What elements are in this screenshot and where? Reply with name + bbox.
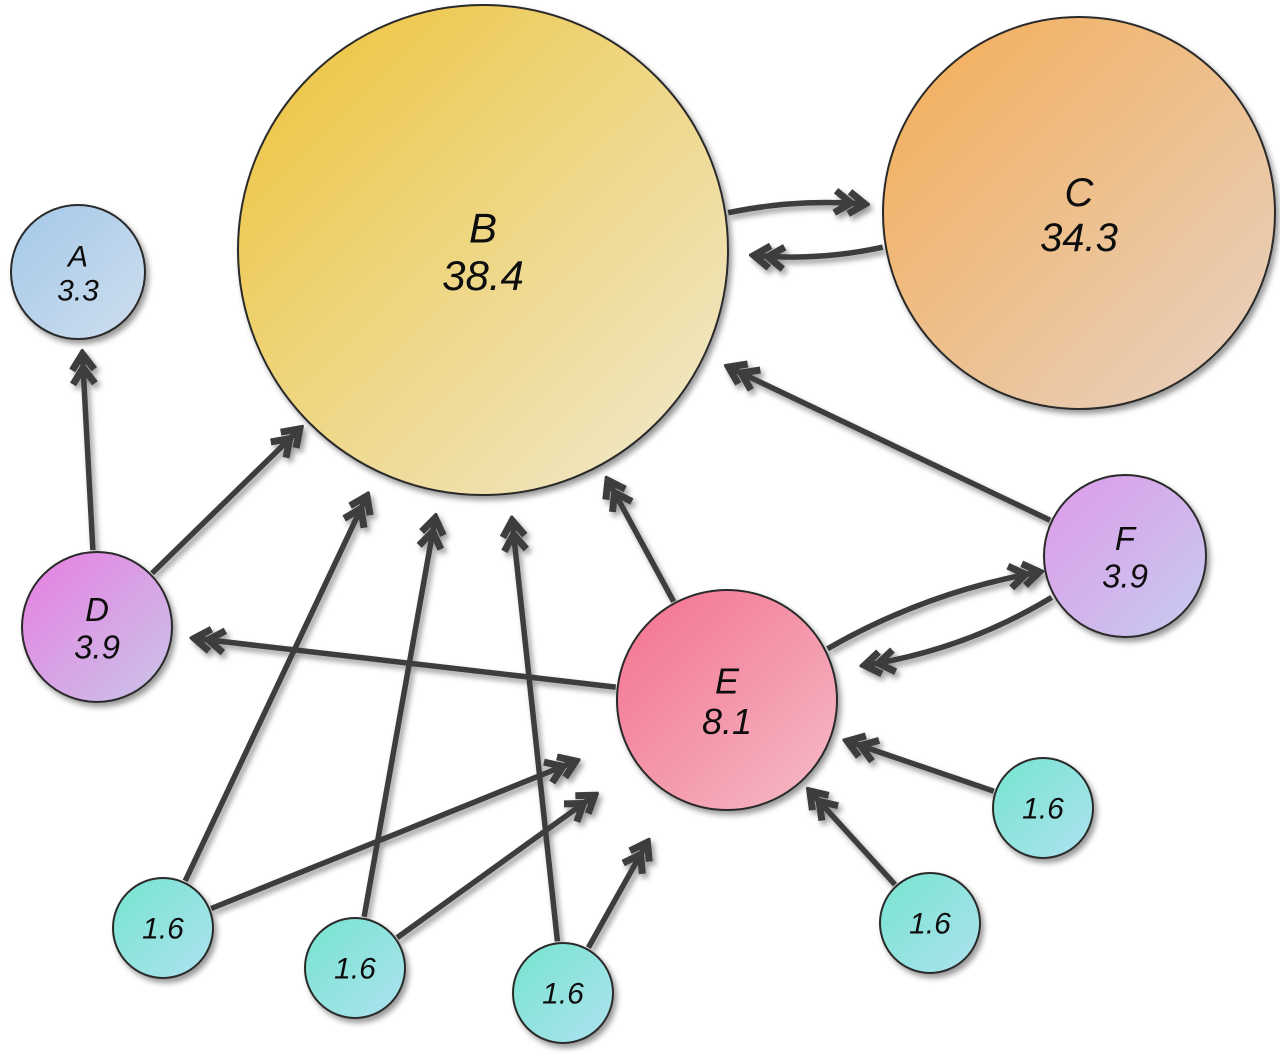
node-circle-D xyxy=(21,551,173,703)
edge-E-to-F xyxy=(826,572,1041,652)
edge-C-to-B xyxy=(753,247,884,257)
edge-E-to-D xyxy=(193,638,617,690)
node-circle-E xyxy=(616,589,838,811)
node-circle-G4 xyxy=(879,872,981,974)
edge-G4-to-E xyxy=(809,790,898,887)
edge-D-to-B xyxy=(150,428,300,576)
edge-G3-to-E xyxy=(585,841,647,949)
edge-G2-to-E xyxy=(395,795,595,940)
edge-G1-to-E xyxy=(210,761,577,912)
edge-D-to-A xyxy=(82,353,93,551)
node-circle-C xyxy=(882,16,1276,410)
edge-G1-to-B xyxy=(182,495,367,883)
node-G4: 1.6 xyxy=(879,872,981,974)
node-label-G3: 1.6 xyxy=(542,978,584,1011)
node-circle-G2 xyxy=(304,917,406,1019)
node-circle-A xyxy=(10,204,146,340)
node-G2: 1.6 xyxy=(304,917,406,1019)
edge-G5-to-E xyxy=(846,741,995,794)
node-circle-G5 xyxy=(992,757,1094,859)
node-label-G2: 1.6 xyxy=(334,953,376,986)
node-G5: 1.6 xyxy=(992,757,1094,859)
edge-F-to-E xyxy=(863,595,1054,665)
node-circle-G3 xyxy=(512,942,614,1044)
node-G3: 1.6 xyxy=(512,942,614,1044)
edge-G3-to-B xyxy=(512,519,561,942)
edges-layer xyxy=(82,203,1054,949)
edge-B-to-C xyxy=(727,203,866,213)
node-G1: 1.6 xyxy=(112,877,214,979)
node-label-G5: 1.6 xyxy=(1022,793,1064,826)
edge-F-to-B xyxy=(728,367,1052,523)
node-label-G4: 1.6 xyxy=(909,908,951,941)
node-label-G1: 1.6 xyxy=(142,913,184,946)
node-circle-G1 xyxy=(112,877,214,979)
edge-G2-to-B xyxy=(361,517,435,918)
node-circle-F xyxy=(1043,474,1207,638)
edge-E-to-B xyxy=(607,479,677,603)
node-circle-B xyxy=(237,4,729,496)
